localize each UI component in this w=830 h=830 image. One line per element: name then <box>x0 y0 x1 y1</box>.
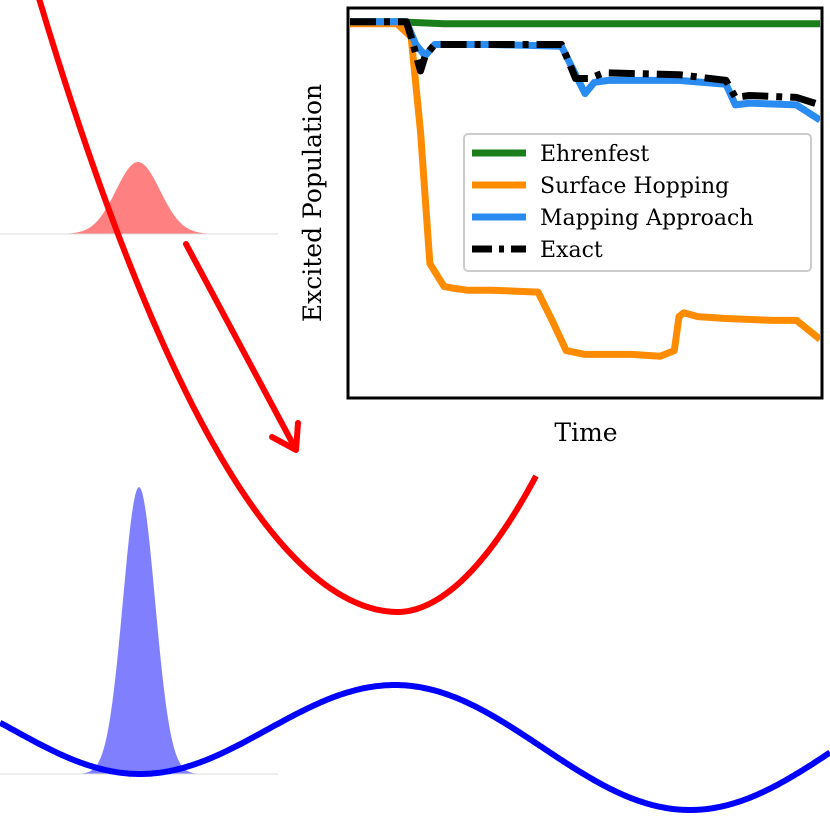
legend-label-surface-hopping: Surface Hopping <box>540 174 729 199</box>
excited-state-curve <box>36 0 539 615</box>
legend-label-ehrenfest: Ehrenfest <box>540 142 649 167</box>
transfer-arrow <box>183 241 301 453</box>
inset-plot: Ehrenfest Surface Hopping Mapping Approa… <box>298 6 824 447</box>
inset-frame <box>346 6 824 400</box>
arrow-head-icon <box>269 420 301 453</box>
excited-wavepacket <box>40 162 236 234</box>
legend: Ehrenfest Surface Hopping Mapping Approa… <box>463 133 812 272</box>
legend-label-mapping-approach: Mapping Approach <box>540 206 754 231</box>
inset-y-axis-label: Excited Population <box>298 84 327 322</box>
series-line-mapping-approach <box>350 18 820 124</box>
inset-x-axis-label: Time <box>554 418 617 447</box>
series-line-ehrenfest <box>350 18 820 28</box>
series-line-exact <box>350 18 820 109</box>
ground-state-curve <box>0 682 830 813</box>
legend-box <box>463 133 812 272</box>
series-line-surface-hopping <box>350 20 820 360</box>
inset-series-group <box>350 18 820 360</box>
ground-wavepacket <box>60 487 218 774</box>
legend-label-exact: Exact <box>540 238 603 263</box>
